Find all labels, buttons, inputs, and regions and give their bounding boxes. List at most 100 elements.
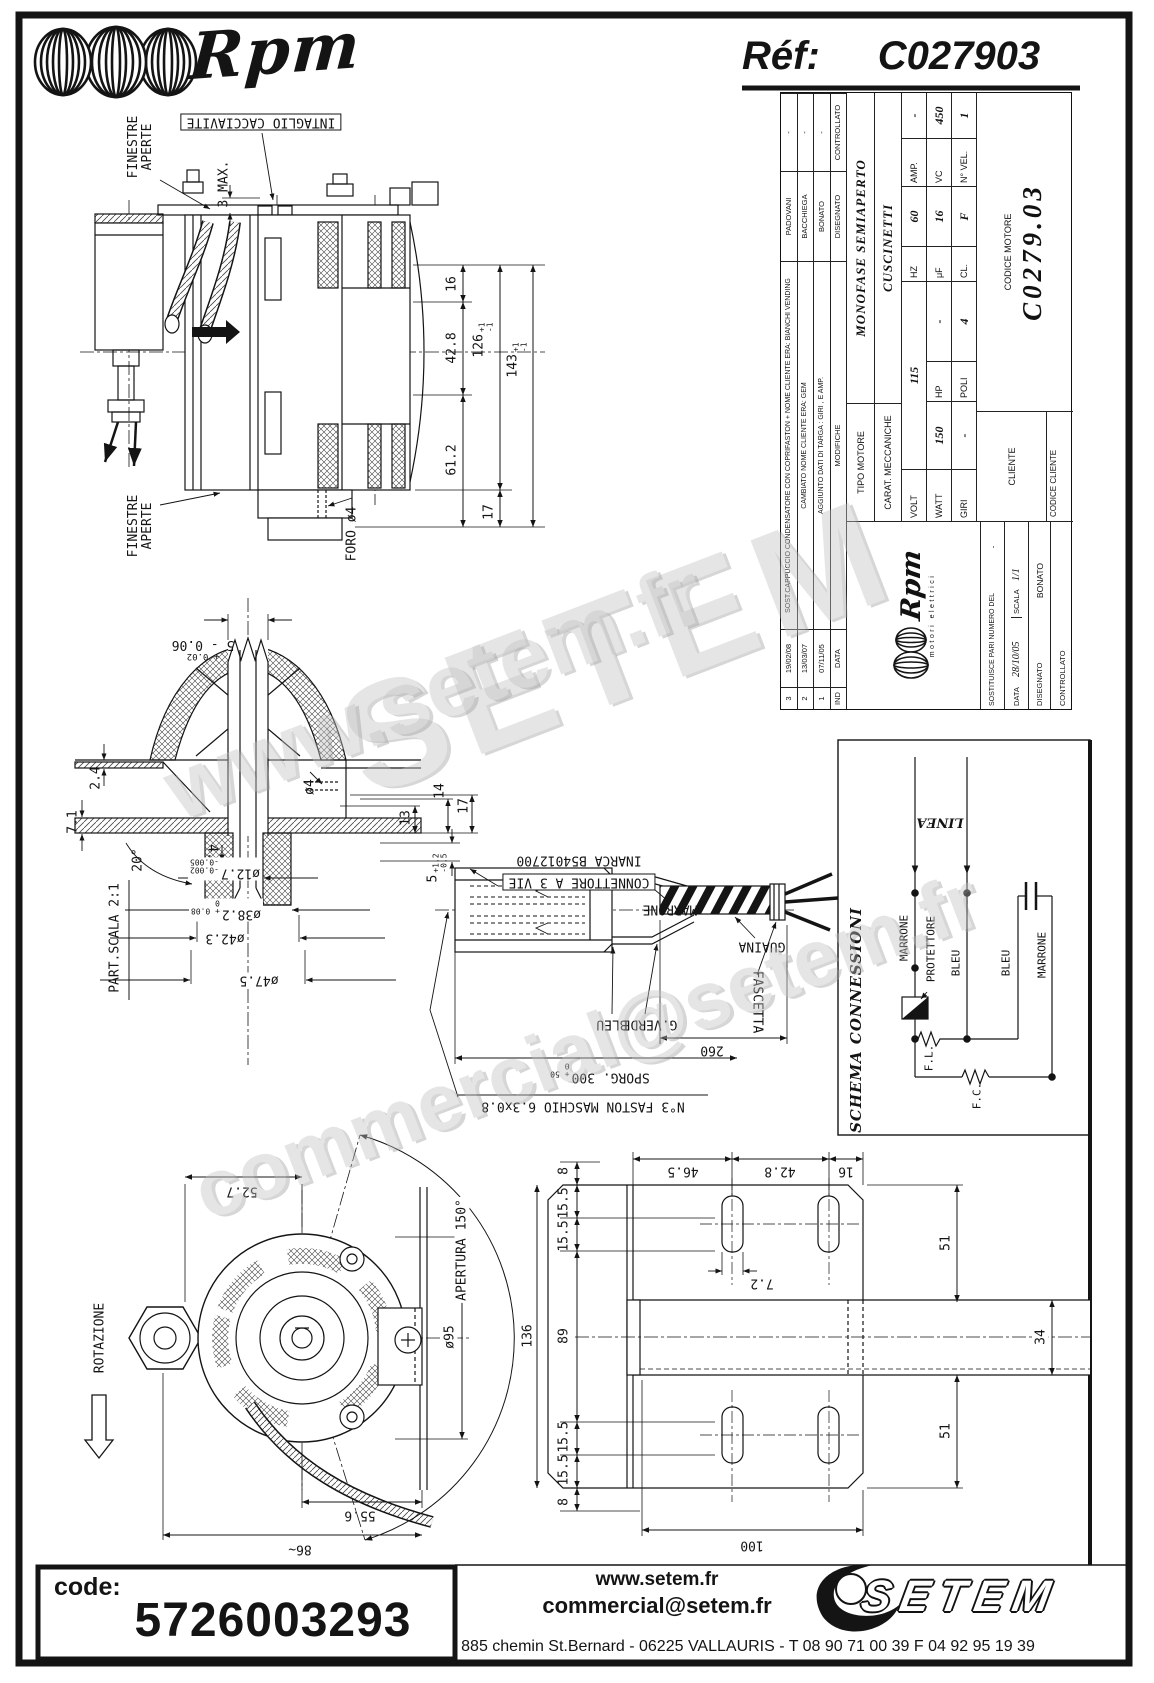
schema-protettore: PROTETTORE — [924, 915, 938, 983]
rev-header-checked: CONTROLLATO — [830, 93, 847, 171]
codice-motore-label: CODICE MOTORE — [1002, 213, 1013, 291]
dim-8b: 8 — [556, 1498, 572, 1506]
schema-fl: F.L. — [922, 1044, 936, 1072]
dim-100: 100 — [740, 1537, 764, 1553]
carat-value: CUSCINETTI — [880, 203, 895, 293]
watt-value: 150 — [927, 401, 951, 469]
vc-label: VC — [927, 138, 951, 186]
data-value: 28/10/05 — [1011, 617, 1022, 677]
carat-label: CARAT. MECCANICHE — [875, 403, 901, 521]
code-value: 5726003293 — [134, 1594, 412, 1647]
rev-date: 13/03/07 — [797, 629, 814, 687]
foro-label: FORO ø4 — [344, 506, 360, 562]
scala-value: 1/1 — [1011, 568, 1022, 581]
rev-date: 07/11/05 — [814, 629, 831, 687]
uf-value: 16 — [927, 186, 951, 246]
guaina-label: GUAINA — [738, 938, 786, 954]
dim-47-5: ø47.5 — [237, 972, 281, 988]
schema-bleu-2: BLEU — [999, 949, 1013, 977]
dim-15-5d: 15.5 — [556, 1454, 572, 1486]
rev-header-note: MODIFICHE — [830, 261, 847, 629]
rev-ind: 3 — [781, 687, 798, 709]
sostituisce-label: SOSTITUISCE PARI NUMERO DEL — [989, 592, 996, 706]
cliente-cell: CLIENTE — [977, 412, 1047, 521]
rev-note: SOST.CAPPUCCIO CONDENSATORE CON COPRIFAS… — [781, 261, 798, 629]
amp-value: - — [906, 113, 921, 118]
tipo-motore-value: MONOFASE SEMIAPERTO — [852, 159, 868, 337]
fascetta-label: FASCETTA — [749, 970, 765, 1034]
schema-marrone-2: MARRONE — [1035, 931, 1049, 979]
dim-42-8b: 42.8 — [764, 1163, 796, 1179]
sostituisce-value: - — [988, 545, 997, 549]
dim-55-6: 55.6 — [344, 1507, 376, 1523]
front-view-drawing — [83, 1134, 515, 1541]
dim-3max: 3 MAX. — [216, 160, 232, 208]
footer-email: commercial@setem.fr — [542, 1593, 772, 1618]
dim-86: 86~ — [288, 1541, 312, 1557]
ref-header: Réf: C027903 — [742, 34, 1082, 79]
controllato-label: CONTROLLATO — [1057, 650, 1067, 706]
schema-fc: F.C. — [970, 1082, 984, 1110]
dim-16b: 16 — [838, 1163, 854, 1179]
rev-note: AGGIUNTO DATI DI TARGA : GIRI , E AMP. — [814, 261, 831, 629]
connettore-label: CONNETTORE A 3 VIE — [502, 873, 656, 891]
schema-title: SCHEMA CONNESSIONI — [847, 907, 865, 1133]
dim-34: 34 — [1033, 1327, 1049, 1347]
data-label: DATA — [1012, 687, 1021, 706]
hz-value: 60 — [902, 186, 926, 246]
vc-value: 450 — [931, 106, 946, 125]
linea-label: LINEA — [916, 814, 964, 830]
section-view-drawing — [74, 598, 478, 1065]
rev-note: CAMBIATO NOME CLIENTE ERA: GEM — [797, 261, 814, 629]
uf-label: μF — [927, 246, 951, 281]
poli-label: POLI — [952, 361, 976, 401]
rev-checked: - — [781, 93, 798, 171]
nvel-value: 1 — [956, 112, 971, 119]
title-block: 3 19/02/08 SOST.CAPPUCCIO CONDENSATORE C… — [780, 92, 1073, 710]
dim-46-5: 46.5 — [667, 1163, 699, 1179]
dim-2-4: 2.4 — [88, 766, 104, 790]
dim-42-8: 42.8 — [444, 332, 460, 364]
plate-view-drawing — [534, 1152, 1090, 1536]
gverde-wire-label: G.VERDE — [622, 1016, 678, 1032]
rev-header-by: DISEGNATO — [830, 171, 847, 261]
ref-label: Réf: — [742, 34, 820, 78]
rev-ind: 2 — [797, 687, 814, 709]
rev-header-ind: IND — [830, 687, 847, 709]
apertura-label: APERTURA 150° — [454, 1197, 470, 1303]
rpm-logo-text: Rpm — [187, 7, 365, 96]
rotazione-label: ROTAZIONE — [92, 1302, 108, 1374]
giri-value: - — [952, 401, 976, 469]
dim-7-2: 7.2 — [750, 1275, 774, 1291]
codice-cliente-cell: CODICE CLIENTE — [1049, 449, 1058, 517]
dim-dia95: ø95 — [442, 1323, 458, 1351]
hp-value: - — [927, 281, 951, 361]
schema-marrone-1: MARRONE — [897, 914, 911, 962]
marrone-wire-label: MARRONE — [642, 901, 698, 917]
revision-table: 3 19/02/08 SOST.CAPPUCCIO CONDENSATORE C… — [781, 93, 847, 709]
dim-12-7: ø12.7-0.002-0.005 — [187, 857, 263, 881]
side-view-drawing — [80, 132, 545, 541]
setem-logo-text: SETEM — [857, 1572, 1063, 1621]
dim-dia4: ø4 — [302, 779, 318, 795]
dim-51a: 51 — [938, 1235, 954, 1251]
dim-15-5c: 15.5 — [556, 1421, 572, 1453]
titleblock-rpm-text: Rpm — [895, 548, 927, 623]
setem-swoosh-logo — [816, 1564, 899, 1632]
disegnato-value: BONATO — [1034, 562, 1045, 599]
volt-label: VOLT — [902, 469, 926, 521]
dim-17: 17 — [481, 504, 497, 520]
dim-15-5a: 15.5 — [556, 1187, 572, 1219]
dim-52-7: 52.7 — [226, 1183, 258, 1199]
dim-8a: 8 — [556, 1167, 572, 1175]
rev-by: PADOVANI — [781, 171, 798, 261]
dim-5-right: 5+1.2-0.5 — [425, 853, 449, 883]
dim-61-2: 61.2 — [444, 444, 460, 476]
inarca-label: INARCA B54012700 — [516, 852, 642, 868]
